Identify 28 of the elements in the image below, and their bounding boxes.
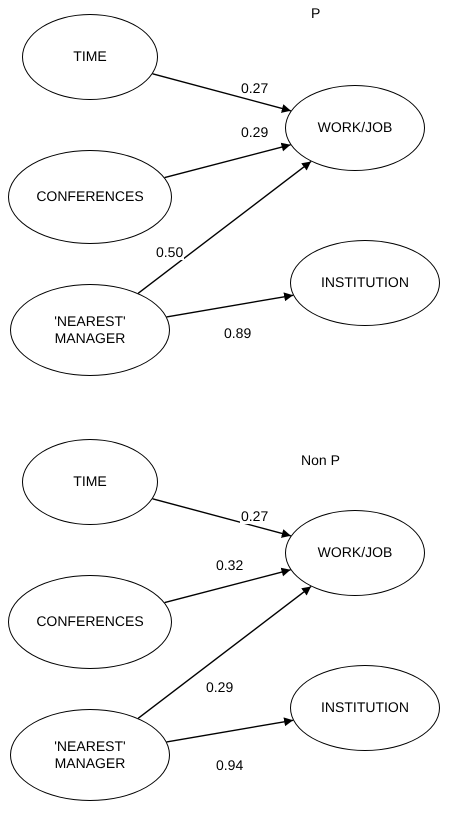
edge-label: 0.32 — [215, 557, 244, 573]
arrow — [166, 292, 294, 318]
panel-label: Non P — [300, 452, 341, 468]
node-label: CONFERENCES — [36, 613, 144, 631]
edge-label: 0.27 — [240, 80, 270, 96]
arrow — [152, 498, 292, 538]
node-label: 'NEAREST' MANAGER — [53, 738, 127, 772]
node-label: TIME — [73, 473, 107, 491]
node-label: 'NEAREST' MANAGER — [53, 312, 127, 348]
node-label: WORK/JOB — [318, 119, 392, 137]
edge-label: 0.27 — [240, 508, 270, 524]
panel-label: P — [310, 5, 322, 21]
arrow — [152, 73, 292, 113]
edge-label: 0.89 — [223, 325, 252, 341]
arrow — [138, 160, 312, 294]
edge-label: 0.29 — [205, 679, 234, 695]
node-label: WORK/JOB — [318, 544, 392, 562]
edge-label: 0.29 — [240, 124, 270, 140]
arrow — [138, 586, 312, 719]
node-label: INSTITUTION — [321, 274, 409, 292]
edge-label: 0.94 — [215, 757, 244, 773]
node-label: TIME — [73, 48, 107, 66]
edge-label: 0.50 — [155, 244, 184, 260]
arrow — [164, 142, 291, 178]
arrow — [164, 568, 291, 604]
node-label: INSTITUTION — [321, 699, 409, 717]
node-label: CONFERENCES — [36, 188, 144, 206]
arrow — [166, 717, 294, 743]
